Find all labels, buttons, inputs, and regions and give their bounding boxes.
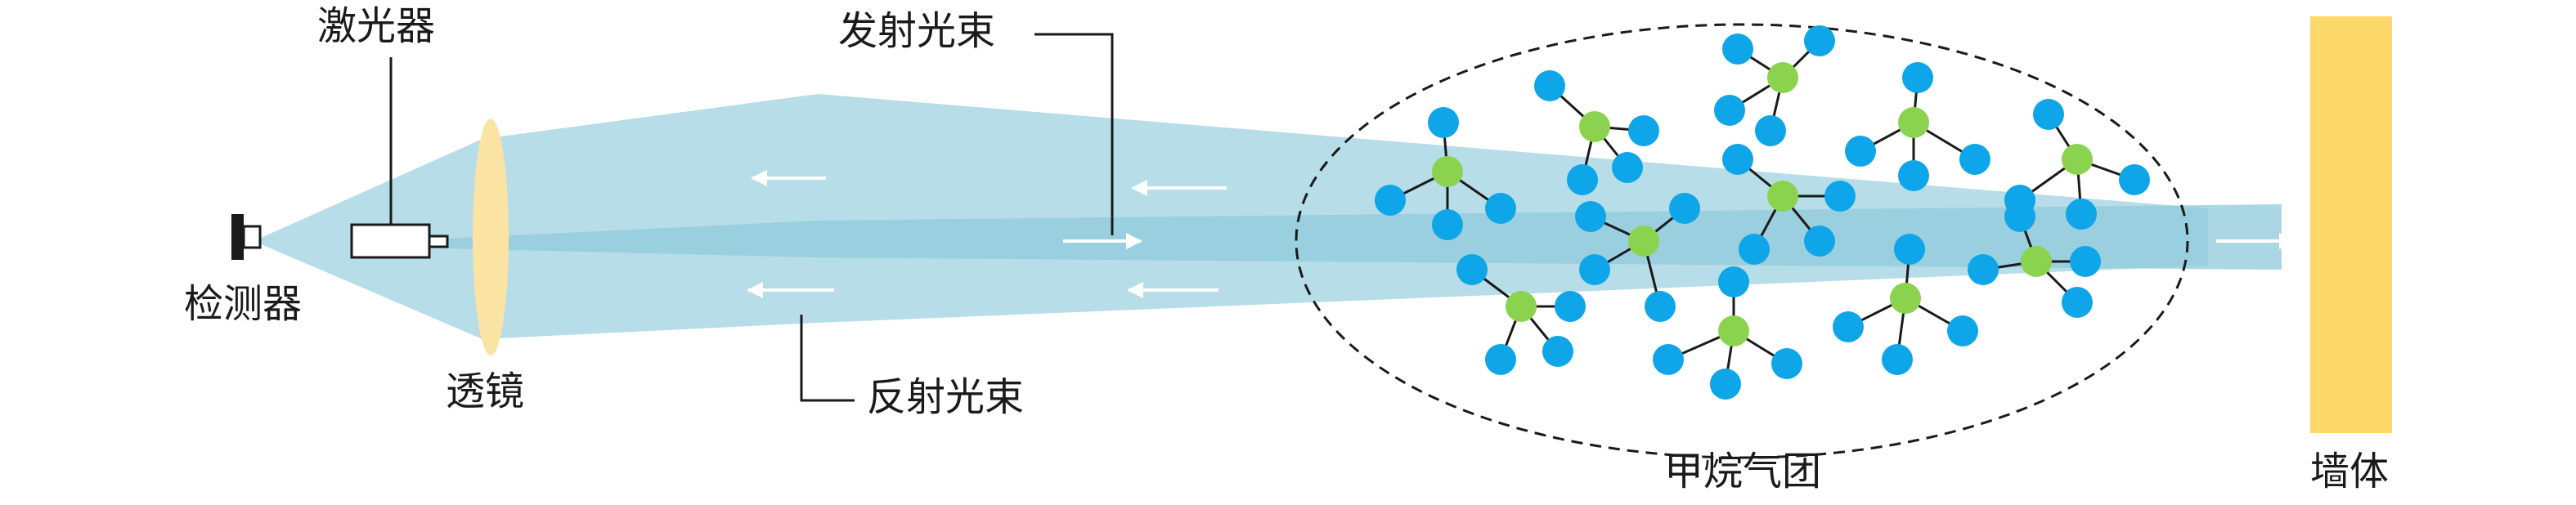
- hydrogen-atom: [1456, 254, 1488, 285]
- hydrogen-atom: [2070, 246, 2101, 277]
- carbon-atom: [1432, 156, 1463, 187]
- hydrogen-atom: [2062, 287, 2093, 318]
- hydrogen-atom: [1375, 185, 1406, 216]
- hydrogen-atom: [1710, 369, 1741, 400]
- hydrogen-atom: [1432, 209, 1463, 240]
- emitted-beam-label: 发射光束: [838, 8, 996, 54]
- hydrogen-atom: [2004, 201, 2035, 232]
- hydrogen-atom: [2066, 199, 2097, 230]
- carbon-atom: [1767, 62, 1798, 93]
- hydrogen-atom: [1718, 266, 1749, 297]
- hydrogen-atom: [1612, 152, 1643, 183]
- carbon-atom: [1890, 283, 1921, 314]
- carbon-atom: [1579, 111, 1610, 142]
- beam-direction-arrows: [747, 170, 2296, 298]
- carbon-atom: [2021, 246, 2052, 277]
- reflected-beam-leader-line: [800, 315, 855, 402]
- hydrogen-atom: [1845, 136, 1876, 167]
- hydrogen-atom: [1579, 254, 1610, 285]
- reflected-beam-label: 反射光束: [867, 374, 1025, 420]
- hydrogen-atom: [1555, 291, 1586, 322]
- wall-block: [2310, 16, 2392, 433]
- hydrogen-atom: [1947, 315, 1978, 346]
- hydrogen-atom: [1485, 344, 1516, 375]
- emitted-beam-leader-line: [1034, 33, 1114, 235]
- hydrogen-atom: [1824, 181, 1856, 212]
- lens-icon: [473, 118, 509, 355]
- hydrogen-atom: [1755, 115, 1786, 146]
- hydrogen-atom: [1739, 234, 1770, 265]
- hydrogen-atom: [2119, 164, 2150, 195]
- hydrogen-atom: [1722, 34, 1753, 65]
- hydrogen-atom: [1485, 193, 1516, 224]
- laser-label: 激光器: [317, 3, 436, 49]
- hydrogen-atom: [1882, 344, 1913, 375]
- hydrogen-atom: [1542, 336, 1573, 367]
- methane-cloud-label: 甲烷气团: [1664, 449, 1822, 494]
- carbon-atom: [1628, 226, 1659, 257]
- carbon-atom: [1506, 291, 1537, 322]
- hydrogen-atom: [1804, 226, 1835, 257]
- hydrogen-atom: [1714, 95, 1745, 126]
- hydrogen-atom: [1669, 193, 1700, 224]
- hydrogen-atom: [1833, 311, 1864, 342]
- carbon-atom: [1718, 315, 1749, 346]
- hydrogen-atom: [1653, 344, 1684, 375]
- wall-label: 墙体: [2310, 449, 2390, 494]
- hydrogen-atom: [1567, 164, 1598, 195]
- hydrogen-atom: [1894, 234, 1925, 265]
- carbon-atom: [1767, 181, 1798, 212]
- hydrogen-atom: [1771, 348, 1802, 379]
- hydrogen-atom: [1902, 62, 1933, 93]
- hydrogen-atom: [1645, 291, 1676, 322]
- hydrogen-atom: [1959, 144, 1990, 175]
- methane-cloud-outline: [1295, 23, 2189, 459]
- hydrogen-atom: [1898, 160, 1929, 191]
- carbon-atom: [2062, 144, 2093, 175]
- hydrogen-atom: [1628, 115, 1659, 146]
- hydrogen-atom: [1534, 70, 1565, 101]
- hydrogen-atom: [2033, 99, 2064, 130]
- hydrogen-atom: [1804, 25, 1835, 56]
- detector-label: 检测器: [184, 281, 303, 327]
- carbon-atom: [1898, 107, 1929, 138]
- hydrogen-atom: [1968, 254, 1999, 285]
- hydrogen-atom: [1722, 144, 1753, 175]
- hydrogen-atom: [1575, 201, 1606, 232]
- lens-label: 透镜: [446, 369, 525, 414]
- methane-molecules: [1375, 25, 2150, 400]
- hydrogen-atom: [1428, 107, 1459, 138]
- detector-icon: [231, 214, 262, 260]
